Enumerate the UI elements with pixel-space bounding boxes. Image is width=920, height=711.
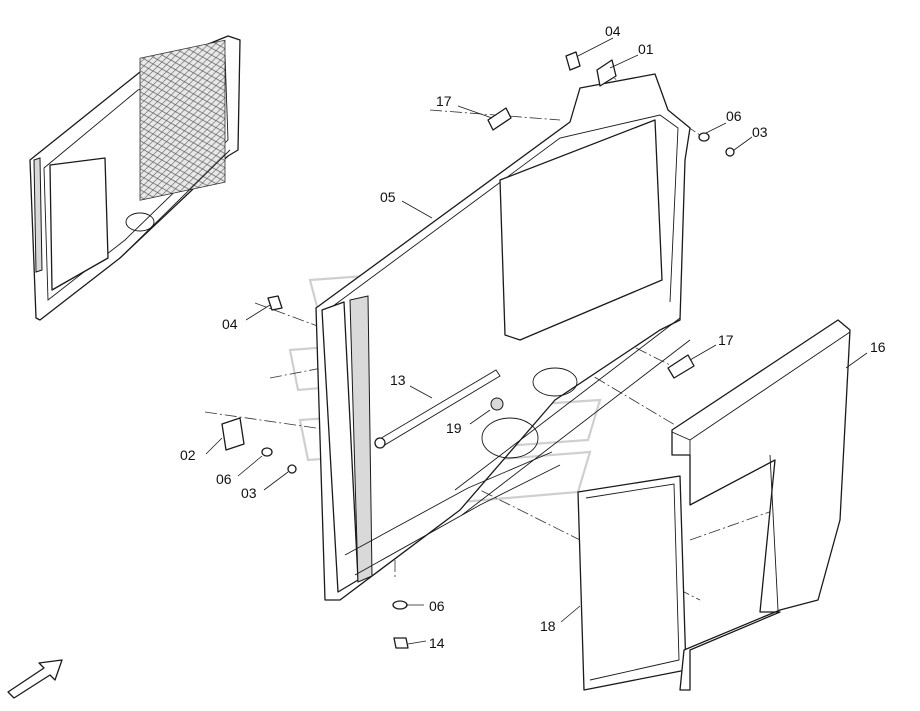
support-rod: [374, 369, 501, 449]
callout-05: 05: [380, 189, 396, 205]
callout-04-left: 04: [222, 316, 238, 332]
arrow-down-left-icon: [7, 659, 63, 699]
leader-lines: [205, 37, 868, 645]
insulation-panel: [577, 475, 687, 691]
callout-16: 16: [870, 339, 886, 355]
main-frame: [315, 73, 691, 601]
top-hardware: [487, 51, 735, 157]
callout-14: 14: [429, 635, 445, 651]
callout-labels: 04 01 17 06 03 05 04 17 16 13 19 02 06 0…: [180, 23, 886, 651]
callout-18: 18: [540, 618, 556, 634]
callout-13: 13: [390, 372, 406, 388]
callout-01: 01: [638, 41, 654, 57]
preview-assembly: [29, 35, 241, 321]
callout-03-left: 03: [241, 485, 257, 501]
bumper-right: [667, 354, 695, 379]
callout-06-left: 06: [216, 471, 232, 487]
callout-03-top: 03: [752, 124, 768, 140]
callout-17-top: 17: [436, 93, 452, 109]
left-hardware: [221, 295, 297, 474]
callout-19: 19: [446, 420, 462, 436]
seal-panel: [671, 319, 851, 691]
callout-06-bottom: 06: [429, 598, 445, 614]
callout-17-right: 17: [718, 332, 734, 348]
grommet: [490, 397, 504, 411]
callout-04-top: 04: [605, 23, 621, 39]
callout-06-top: 06: [726, 108, 742, 124]
bottom-hardware: [392, 600, 409, 649]
callout-02: 02: [180, 447, 196, 463]
